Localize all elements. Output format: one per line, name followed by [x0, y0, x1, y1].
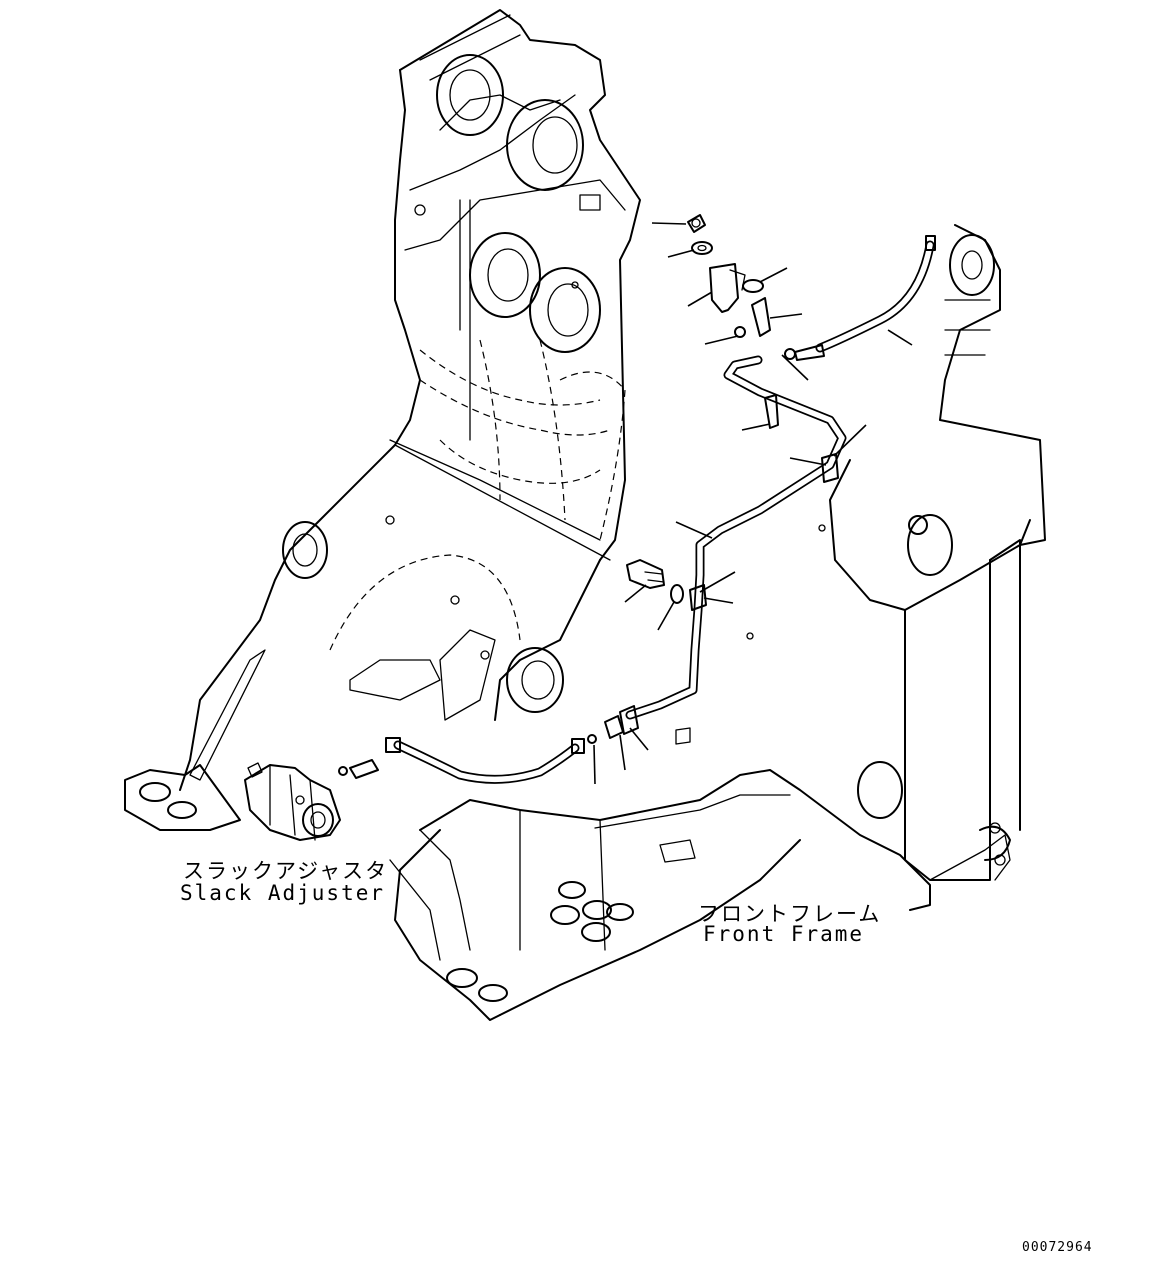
figure-id: 00072964	[1022, 1240, 1093, 1255]
slack-adjuster	[244, 762, 341, 841]
slack-adjuster-label-jp: スラックアジャスタ	[183, 859, 389, 883]
rear-pillar	[746, 224, 1046, 881]
front-frame-label-jp: フロントフレーム	[698, 902, 882, 926]
lower-hose	[338, 734, 597, 784]
leader-lines	[593, 222, 913, 785]
chassis-plate	[179, 444, 601, 791]
slack-adjuster-label-en: Slack Adjuster	[180, 881, 386, 905]
brake-pipe	[625, 355, 847, 720]
front-frame-label-en: Front Frame	[703, 922, 865, 946]
upper-fittings	[687, 214, 839, 483]
boom-frame	[389, 9, 641, 561]
front-frame	[124, 764, 931, 1021]
lower-fittings	[604, 559, 707, 745]
upper-hose	[784, 235, 936, 361]
